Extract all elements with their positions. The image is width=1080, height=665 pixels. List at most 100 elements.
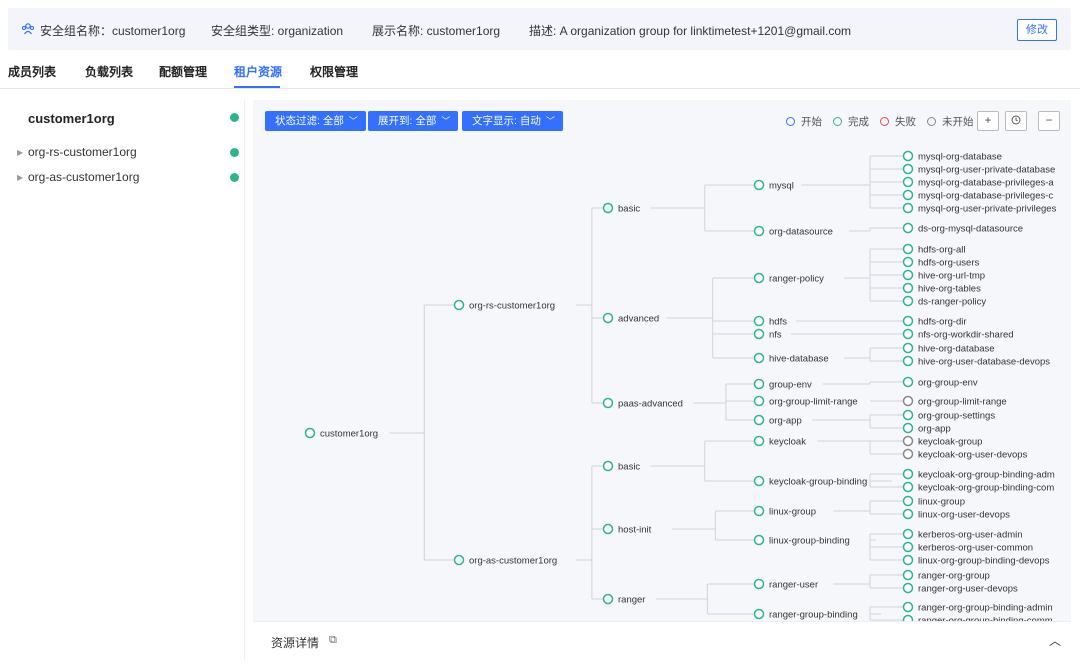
tree-node-leaf[interactable]: mysql-org-database-privileges-c: [902, 189, 1054, 202]
tree-node-leaf[interactable]: linux-org-group-binding-devops: [902, 554, 1050, 567]
tree-node-l1[interactable]: org-rs-customer1org: [453, 299, 556, 312]
reset-view-button[interactable]: [1005, 111, 1027, 131]
chevron-up-icon[interactable]: ︿: [1048, 634, 1061, 648]
expand-caret-icon[interactable]: ▶: [17, 148, 24, 157]
tree-node-leaf[interactable]: keycloak-org-user-devops: [902, 448, 1028, 461]
tree-node-leaf[interactable]: mysql-org-database: [902, 150, 1002, 163]
tab-workloads[interactable]: 负载列表: [85, 65, 134, 79]
tab-quota[interactable]: 配额管理: [159, 65, 208, 79]
tree-node-leaf[interactable]: keycloak-org-group-binding-com: [902, 481, 1055, 494]
tree-node-l3[interactable]: org-group-limit-range: [753, 395, 858, 408]
tree-node-l3[interactable]: ranger-user: [753, 578, 819, 591]
node-label: ranger-policy: [769, 274, 824, 285]
resource-graph-canvas[interactable]: 状态过滤: 全部﹀ 展开到: 全部﹀ 文字显示: 自动﹀ 开始 完成 失败 未开…: [253, 100, 1071, 660]
tree-node-l3[interactable]: org-app: [753, 414, 802, 427]
node-label: mysql: [769, 181, 794, 192]
tree-node-l2[interactable]: advanced: [602, 312, 660, 325]
status-node-icon: [753, 608, 765, 620]
edit-button[interactable]: 修改: [1017, 19, 1057, 41]
tree-node-l2[interactable]: paas-advanced: [602, 397, 683, 410]
tree-node-l2[interactable]: ranger: [602, 593, 646, 606]
tree-node-l3[interactable]: keycloak: [753, 435, 807, 448]
tree-node-leaf[interactable]: ds-ranger-policy: [902, 295, 987, 308]
tree-node-leaf[interactable]: hive-org-url-tmp: [902, 269, 986, 282]
tree-node-l2[interactable]: basic: [602, 460, 641, 473]
tree-node-leaf[interactable]: hdfs-org-users: [902, 256, 980, 269]
status-node-icon: [902, 189, 914, 201]
tree-node-leaf[interactable]: kerberos-org-user-admin: [902, 528, 1023, 541]
status-node-icon: [753, 395, 765, 407]
node-label: kerberos-org-user-admin: [918, 530, 1023, 541]
tree-node-root[interactable]: customer1org: [304, 427, 379, 440]
tree-node-leaf[interactable]: kerberos-org-user-common: [902, 541, 1034, 554]
status-node-icon: [753, 435, 765, 447]
node-label: keycloak: [769, 437, 806, 448]
legend-not-started: 未开始: [927, 114, 974, 129]
tab-members[interactable]: 成员列表: [8, 65, 57, 79]
status-node-icon: [902, 256, 914, 268]
tree-node-l3[interactable]: ranger-group-binding: [753, 608, 858, 621]
tree-item-rs[interactable]: org-rs-customer1org: [28, 145, 137, 159]
zoom-out-button[interactable]: −: [1038, 111, 1060, 131]
status-node-icon: [902, 528, 914, 540]
tree-node-l3[interactable]: group-env: [753, 378, 813, 391]
tree-node-l2[interactable]: host-init: [602, 523, 652, 536]
tree-node-leaf[interactable]: hive-org-user-database-devops: [902, 355, 1051, 368]
tree-node-l3[interactable]: mysql: [753, 179, 794, 192]
tab-tenant-resources[interactable]: 租户资源: [234, 65, 283, 79]
tree-node-l3[interactable]: keycloak-group-binding: [753, 475, 868, 488]
tree-node-l3[interactable]: linux-group: [753, 505, 817, 518]
resource-tree-graph[interactable]: customer1org org-rs-customer1org org-as-cu…: [253, 100, 1071, 660]
status-node-icon: [902, 150, 914, 162]
node-label: ranger-org-group: [918, 571, 990, 582]
tree-node-leaf[interactable]: org-group-settings: [902, 409, 996, 422]
tree-node-l3[interactable]: nfs: [753, 328, 782, 341]
tree-node-leaf[interactable]: ranger-org-group-binding-admin: [902, 601, 1053, 614]
tree-node-leaf[interactable]: ranger-org-user-devops: [902, 582, 1019, 595]
tree-node-l3[interactable]: org-datasource: [753, 225, 833, 238]
expand-caret-icon[interactable]: ▶: [17, 173, 24, 182]
tree-node-leaf[interactable]: hdfs-org-dir: [902, 315, 967, 328]
tree-node-leaf[interactable]: keycloak-group: [902, 435, 983, 448]
expand-level-dropdown[interactable]: 展开到: 全部﹀: [368, 111, 459, 131]
tree-root-label[interactable]: customer1org: [28, 111, 115, 126]
tree-node-leaf[interactable]: hive-org-database: [902, 342, 995, 355]
node-label: host-init: [618, 525, 652, 536]
copy-icon[interactable]: ⧉: [329, 634, 337, 646]
tree-node-leaf[interactable]: hdfs-org-all: [902, 243, 966, 256]
tree-node-leaf[interactable]: keycloak-org-group-binding-adm: [902, 468, 1055, 481]
tree-node-l3[interactable]: hive-database: [753, 352, 829, 365]
tree-node-leaf[interactable]: mysql-org-user-private-privileges: [902, 202, 1057, 215]
tree-node-leaf[interactable]: linux-org-user-devops: [902, 508, 1011, 521]
tree-node-l3[interactable]: ranger-policy: [753, 272, 825, 285]
tree-node-leaf[interactable]: ranger-org-group: [902, 569, 990, 582]
tree-node-leaf[interactable]: nfs-org-workdir-shared: [902, 328, 1014, 341]
tree-item-as[interactable]: org-as-customer1org: [28, 170, 140, 184]
node-label: mysql-org-database: [918, 152, 1002, 163]
tree-node-leaf[interactable]: mysql-org-user-private-database: [902, 163, 1056, 176]
status-node-icon: [902, 315, 914, 327]
node-label: ds-org-mysql-datasource: [918, 224, 1023, 235]
zoom-in-button[interactable]: +: [977, 111, 999, 131]
group-type: 安全组类型: organization: [211, 24, 344, 38]
status-node-icon: [753, 378, 765, 390]
status-filter-dropdown[interactable]: 状态过滤: 全部﹀: [265, 111, 366, 131]
tree-node-l2[interactable]: basic: [602, 202, 641, 215]
tree-node-l3[interactable]: hdfs: [753, 315, 788, 328]
tree-node-leaf[interactable]: org-app: [902, 422, 951, 435]
tree-node-l1[interactable]: org-as-customer1org: [453, 554, 558, 567]
tab-permissions[interactable]: 权限管理: [310, 65, 359, 79]
tree-node-leaf[interactable]: hive-org-tables: [902, 282, 982, 295]
status-node-icon: [304, 427, 316, 439]
node-label: hive-org-database: [918, 344, 995, 355]
tree-node-l3[interactable]: linux-group-binding: [753, 534, 850, 547]
text-display-dropdown[interactable]: 文字显示: 自动﹀: [462, 111, 563, 131]
display-name: 展示名称: customer1org: [372, 24, 501, 38]
tree-node-leaf[interactable]: mysql-org-database-privileges-a: [902, 176, 1055, 189]
tree-node-leaf[interactable]: linux-group: [902, 495, 966, 508]
tree-node-leaf[interactable]: ds-org-mysql-datasource: [902, 222, 1024, 235]
tree-node-leaf[interactable]: org-group-limit-range: [902, 395, 1007, 408]
tree-node-leaf[interactable]: org-group-env: [902, 376, 978, 389]
node-label: linux-group: [769, 507, 816, 518]
status-node-icon: [902, 395, 914, 407]
